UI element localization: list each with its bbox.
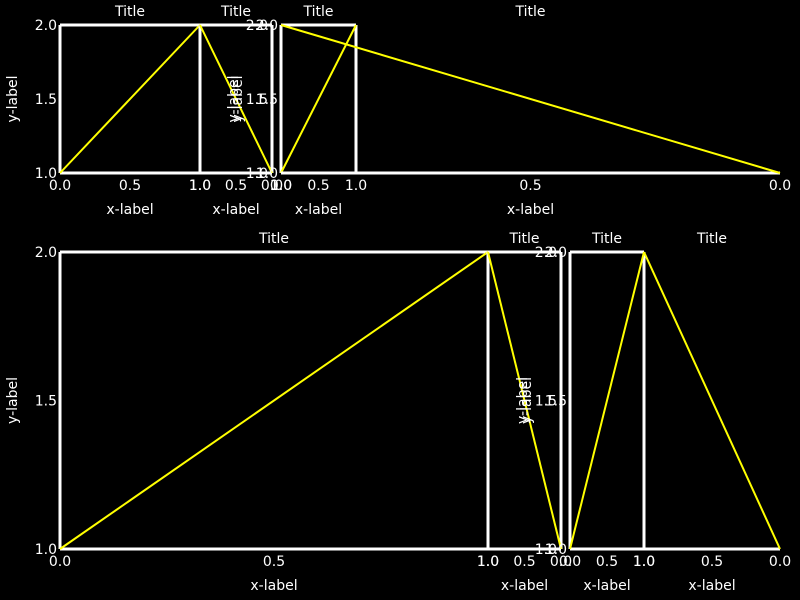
chart-3-title: Title (302, 4, 333, 20)
chart-1-x-tick-label: 0.0 (49, 178, 71, 194)
chart-2-y-tick-label: 1.5 (246, 92, 268, 108)
chart-5-x-label: x-label (250, 578, 297, 594)
chart-7-y-tick-label: 1.5 (545, 394, 567, 410)
chart-1-y-tick-label: 1.5 (35, 92, 57, 108)
chart-7-series-line (569, 251, 645, 550)
chart-1-title: Title (114, 4, 145, 20)
chart-3-x-tick-label: 1.0 (345, 178, 367, 194)
chart-2-y-label: y-label (230, 76, 246, 123)
chart-5-series-line (59, 251, 489, 550)
chart-7-x-label: x-label (583, 578, 630, 594)
chart-6-title: Title (508, 231, 539, 247)
chart-6-y-tick-label: 1.0 (535, 542, 557, 558)
chart-1-y-tick-label: 1.0 (35, 166, 57, 182)
chart-4-x-label: x-label (507, 202, 554, 218)
chart-6-y-tick-label: 1.5 (535, 394, 557, 410)
chart-7-x-tick-label: 1.0 (633, 554, 655, 570)
chart-2-x-tick-label: 1.0 (189, 178, 211, 194)
chart-8-x-label: x-label (688, 578, 735, 594)
chart-4-series-line (280, 24, 781, 174)
chart-3-y-tick-label: 1.0 (256, 166, 278, 182)
chart-1-y-label: y-label (5, 76, 21, 123)
chart-1-x-label: x-label (106, 202, 153, 218)
chart-8-x-tick-label: 1.0 (633, 554, 655, 570)
chart-2-y-tick-label: 2.0 (246, 18, 268, 34)
chart-4-x-tick-label: 0.5 (519, 178, 541, 194)
chart-1-series-line (59, 24, 201, 174)
chart-6-x-tick-label: 0.0 (550, 554, 572, 570)
chart-2-y-tick-label: 1.0 (246, 166, 268, 182)
chart-8-title: Title (696, 231, 727, 247)
chart-7-x-tick-label: 0.5 (596, 554, 618, 570)
chart-7-y-tick-label: 2.0 (545, 245, 567, 261)
chart-5-y-tick-label: 1.0 (35, 542, 57, 558)
chart-4-x-tick-label: 1.0 (270, 178, 292, 194)
chart-2-title: Title (220, 4, 251, 20)
chart-5-x-tick-label: 1.0 (477, 554, 499, 570)
chart-4-title: Title (514, 4, 545, 20)
chart-5-x-tick-label: 0.5 (263, 554, 285, 570)
chart-6-y-tick-label: 2.0 (535, 245, 557, 261)
chart-6-x-tick-label: 1.0 (477, 554, 499, 570)
chart-2-x-label: x-label (212, 202, 259, 218)
chart-2-x-tick-label: 0.0 (261, 178, 283, 194)
chart-1-x-tick-label: 1.0 (189, 178, 211, 194)
chart-2-series-line (199, 24, 273, 174)
chart-7-x-tick-label: 0.0 (559, 554, 581, 570)
chart-2-x-tick-label: 0.5 (225, 178, 247, 194)
chart-8-x-tick-label: 0.5 (701, 554, 723, 570)
chart-4-x-tick-label: 0.0 (769, 178, 791, 194)
chart-5-y-tick-label: 1.5 (35, 394, 57, 410)
chart-6-series-line (487, 251, 562, 550)
chart-5-title: Title (258, 231, 289, 247)
chart-3-y-label: y-label (226, 76, 242, 123)
chart-5-y-label: y-label (5, 377, 21, 424)
chart-8-series-line (643, 251, 781, 550)
chart-7-title: Title (591, 231, 622, 247)
chart-3-x-label: x-label (295, 202, 342, 218)
chart-1-y-tick-label: 2.0 (35, 18, 57, 34)
chart-8-x-tick-label: 0.0 (769, 554, 791, 570)
chart-7-y-tick-label: 1.0 (545, 542, 567, 558)
chart-3-x-tick-label: 0.5 (307, 178, 329, 194)
chart-5-y-tick-label: 2.0 (35, 245, 57, 261)
chart-3-y-tick-label: 2.0 (256, 18, 278, 34)
chart-3-series-line (280, 24, 357, 174)
chart-3-x-tick-label: 0.0 (270, 178, 292, 194)
chart-5-x-tick-label: 0.0 (49, 554, 71, 570)
chart-6-x-label: x-label (501, 578, 548, 594)
chart-1-x-tick-label: 0.5 (119, 178, 141, 194)
chart-6-y-label: y-label (519, 377, 535, 424)
chart-6-x-tick-label: 0.5 (513, 554, 535, 570)
chart-3-y-tick-label: 1.5 (256, 92, 278, 108)
chart-7-y-label: y-label (515, 377, 531, 424)
